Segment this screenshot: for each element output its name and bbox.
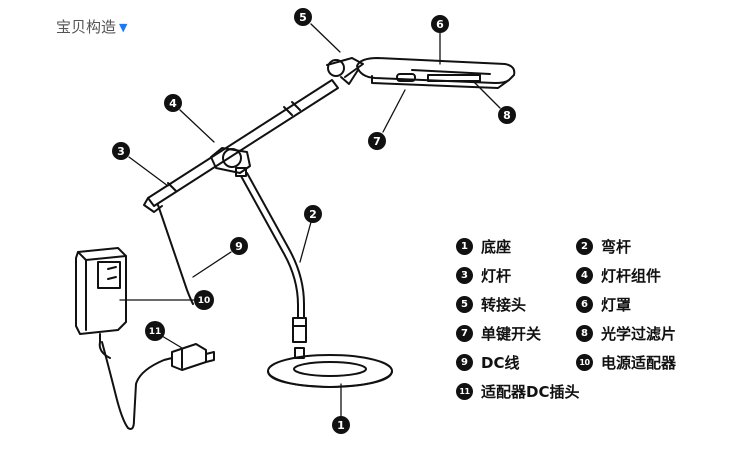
legend-label: 光学过滤片 [601,325,677,343]
legend-label: 灯杆组件 [601,267,662,285]
legend-label: 灯杆 [481,267,512,285]
callout-label: 2 [309,208,317,221]
callout-label: 8 [503,109,511,122]
callout-label: 3 [117,145,125,158]
callout-9: 9 [230,237,248,255]
legend-label: 转接头 [481,296,527,314]
callout-label: 1 [337,419,345,432]
callout-badges: 1 2 3 4 5 6 7 8 9 10 11 [112,8,516,434]
adapter-joint-drawing [326,57,364,85]
callout-label: 6 [436,18,444,31]
legend-number: 1 [456,238,473,255]
legend-number: 7 [456,325,473,342]
legend-number: 11 [456,383,473,400]
callout-11: 11 [145,321,165,341]
legend-number: 10 [576,354,593,371]
callout-10: 10 [194,290,214,310]
legend-item: 1 底座 [456,236,576,257]
legend-item: 10 电源适配器 [576,352,696,373]
legend-number: 2 [576,238,593,255]
legend-item: 8 光学过滤片 [576,323,696,344]
callout-label: 11 [149,327,162,337]
legend-row: 7 单键开关 8 光学过滤片 [456,319,746,348]
legend-number: 3 [456,267,473,284]
section-header[interactable]: 宝贝构造 ▼ [56,16,127,37]
leader-lines [119,23,501,417]
legend-item: 9 DC线 [456,352,576,373]
legend-label: 灯罩 [601,296,632,314]
triangle-down-icon: ▼ [119,21,128,34]
legend-item: 4 灯杆组件 [576,265,696,286]
callout-7: 7 [368,132,386,150]
callout-5: 5 [294,8,312,26]
legend-number: 4 [576,267,593,284]
dc-cable-drawing [157,204,194,305]
header-title: 宝贝构造 [56,18,117,36]
callout-6: 6 [431,15,449,33]
callout-label: 9 [235,240,243,253]
legend-label: 弯杆 [601,238,632,256]
legend-number: 6 [576,296,593,313]
callout-4: 4 [164,94,182,112]
callout-label: 4 [169,97,177,110]
legend-row: 9 DC线 10 电源适配器 [456,348,746,377]
legend-label: 底座 [481,238,512,256]
callout-label: 7 [373,135,381,148]
lamp-head-drawing [356,57,516,89]
power-adapter-drawing [75,247,127,359]
legend-number: 8 [576,325,593,342]
legend-label: 适配器DC插头 [481,383,580,401]
legend-number: 9 [456,354,473,371]
legend-item: 11 适配器DC插头 [456,381,656,402]
legend-row: 3 灯杆 4 灯杆组件 [456,261,746,290]
legend-item: 5 转接头 [456,294,576,315]
legend-row: 1 底座 2 弯杆 [456,232,746,261]
parts-legend: 1 底座 2 弯杆 3 灯杆 4 灯杆组件 5 转接头 6 [456,232,746,406]
callout-label: 5 [299,11,307,24]
callout-2: 2 [304,205,322,223]
legend-label: 电源适配器 [601,354,677,372]
legend-label: DC线 [481,354,520,372]
lamp-base-drawing [267,347,393,388]
callout-1: 1 [332,416,350,434]
adapter-cable-drawing [101,341,215,430]
legend-item: 2 弯杆 [576,236,696,257]
legend-row: 5 转接头 6 灯罩 [456,290,746,319]
legend-number: 5 [456,296,473,313]
legend-label: 单键开关 [481,325,542,343]
curved-rod-drawing [240,172,307,343]
legend-item: 7 单键开关 [456,323,576,344]
callout-label: 10 [198,296,211,306]
legend-row: 11 适配器DC插头 [456,377,746,406]
light-pole-drawing [143,79,339,213]
legend-item: 3 灯杆 [456,265,576,286]
callout-3: 3 [112,142,130,160]
legend-item: 6 灯罩 [576,294,696,315]
callout-8: 8 [498,106,516,124]
